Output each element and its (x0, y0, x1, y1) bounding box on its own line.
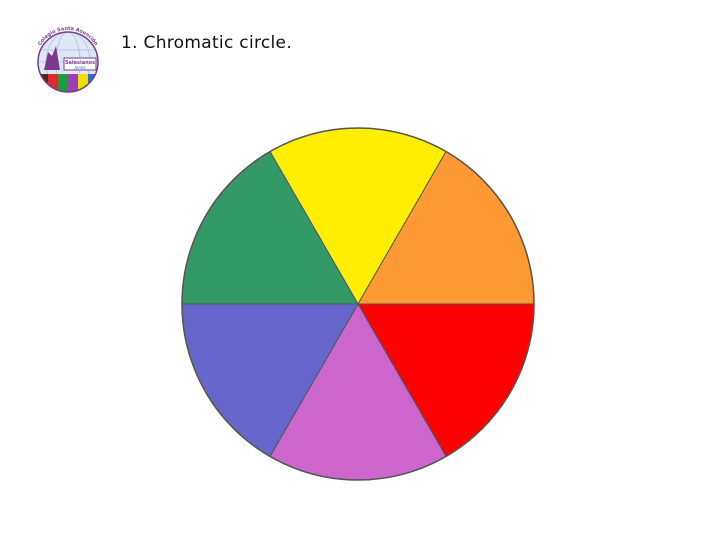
globe-bands (38, 32, 98, 92)
circle-outline (181, 127, 535, 481)
chromatic-circle (176, 124, 540, 486)
school-logo: Colegio Santa Asunción Salesianos Jerez (28, 22, 108, 98)
chromatic-circle-svg (181, 127, 535, 481)
logo-center-text-2: Jerez (73, 65, 86, 71)
slide-title: 1. Chromatic circle. (121, 33, 293, 53)
logo-center-text-1: Salesianos (65, 60, 95, 66)
school-globe-logo-icon: Colegio Santa Asunción Salesianos Jerez (37, 26, 99, 93)
